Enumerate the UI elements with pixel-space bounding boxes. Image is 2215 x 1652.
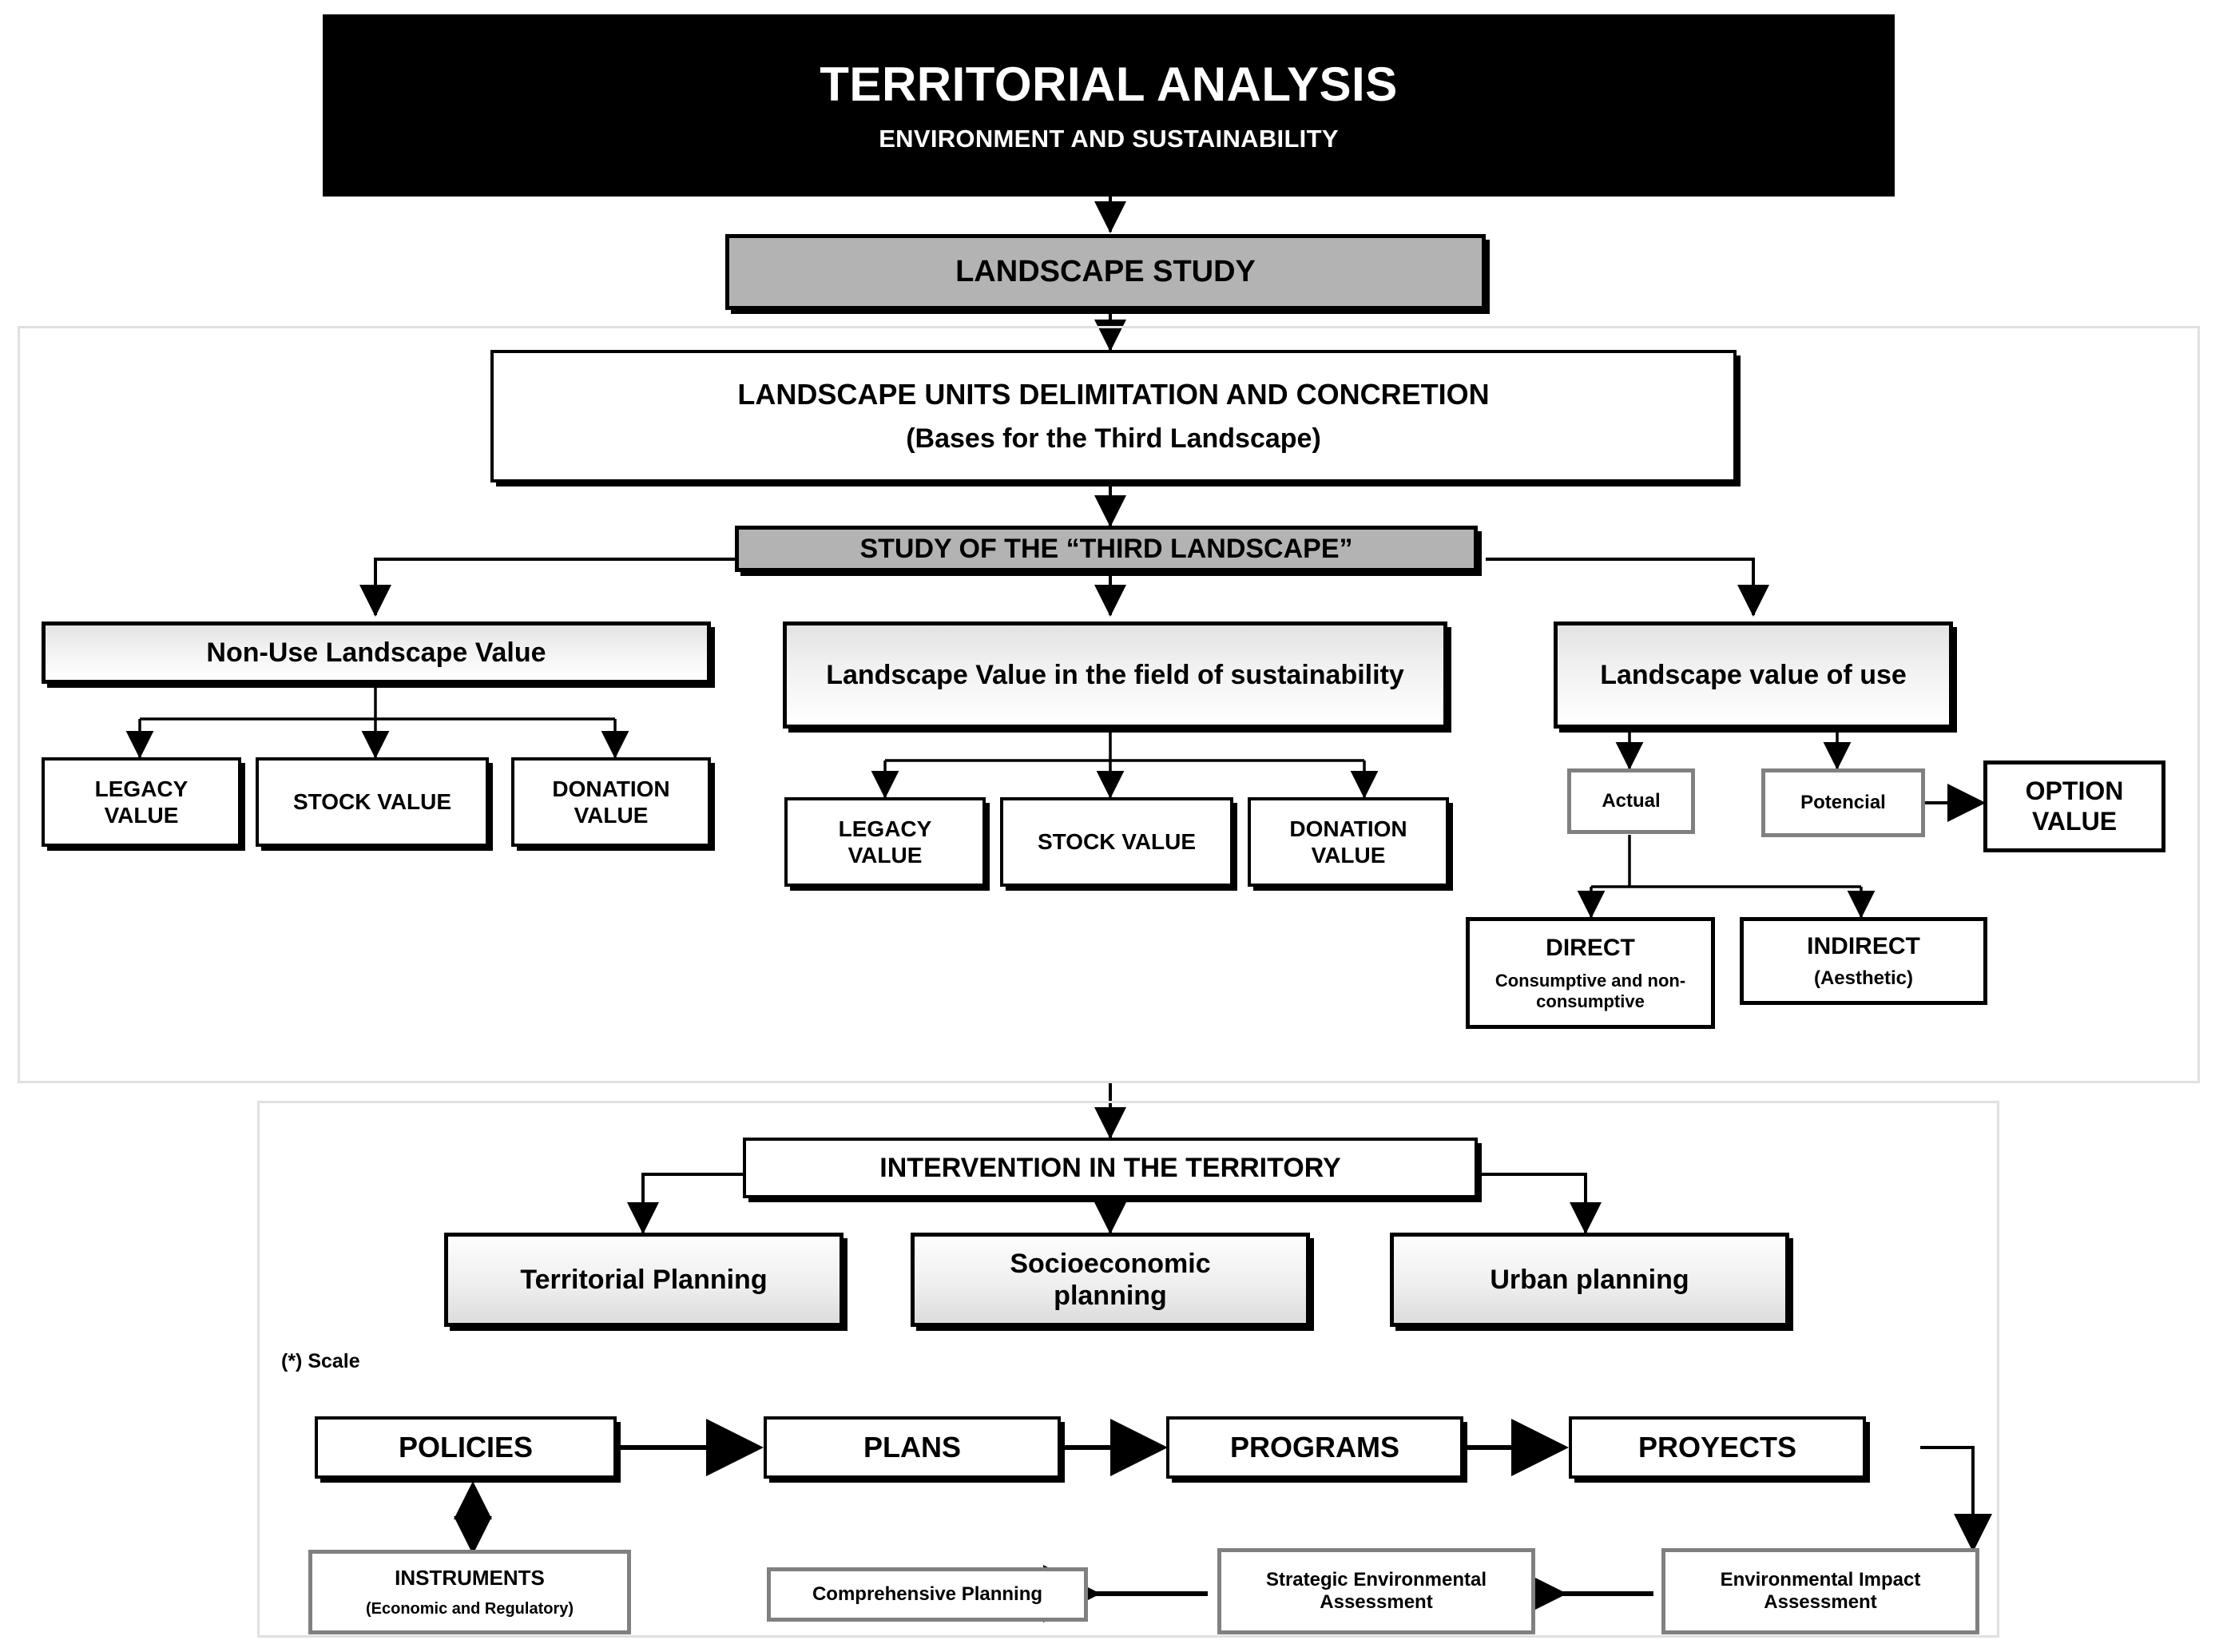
socioeconomic-planning-label: Socioeconomic planning	[1010, 1248, 1211, 1311]
intervention-section-panel	[257, 1101, 1999, 1638]
non-use-value-box[interactable]: Non-Use Landscape Value	[42, 621, 711, 684]
strategic-assessment-line2: Assessment	[1320, 1591, 1433, 1613]
use-value-title: Landscape value of use	[1600, 659, 1907, 690]
page-title: TERRITORIAL ANALYSIS	[820, 58, 1398, 112]
instruments-line1: INSTRUMENTS	[395, 1565, 545, 1590]
instruments-line2: (Economic and Regulatory)	[365, 1599, 574, 1618]
nonuse-donation-value-box[interactable]: DONATION VALUE	[511, 757, 711, 847]
plans-box[interactable]: PLANS	[764, 1416, 1061, 1479]
nonuse-donation-line1: DONATION	[552, 776, 670, 801]
potential-box[interactable]: Potencial	[1761, 768, 1925, 837]
strategic-assessment-line1: Strategic Environmental	[1265, 1568, 1487, 1590]
strategic-assessment-box[interactable]: Strategic Environmental Assessment	[1217, 1548, 1535, 1634]
sustainability-value-title: Landscape Value in the field of sustaina…	[826, 659, 1404, 690]
potential-label: Potencial	[1800, 791, 1886, 813]
nonuse-legacy-value-box[interactable]: LEGACY VALUE	[42, 757, 241, 847]
intervention-box[interactable]: INTERVENTION IN THE TERRITORY	[743, 1138, 1478, 1198]
indirect-line2: (Aesthetic)	[1813, 967, 1914, 989]
scale-note: (*) Scale	[281, 1350, 360, 1372]
sustainability-value-box[interactable]: Landscape Value in the field of sustaina…	[783, 621, 1447, 729]
nonuse-legacy-line1: LEGACY	[94, 776, 189, 801]
territorial-planning-label: Territorial Planning	[520, 1264, 768, 1295]
page-subtitle: ENVIRONMENT AND SUSTAINABILITY	[879, 125, 1339, 153]
territorial-planning-box[interactable]: Territorial Planning	[444, 1233, 844, 1327]
proyects-box[interactable]: PROYECTS	[1569, 1416, 1866, 1479]
landscape-units-line2: (Bases for the Third Landscape)	[906, 423, 1321, 455]
option-value-box[interactable]: OPTION VALUE	[1983, 760, 2165, 852]
nonuse-stock-value-box[interactable]: STOCK VALUE	[256, 757, 489, 847]
nonuse-legacy-line2: VALUE	[104, 803, 179, 828]
sustain-donation-line2: VALUE	[1311, 843, 1386, 868]
indirect-line1: INDIRECT	[1807, 933, 1920, 960]
direct-value-box[interactable]: DIRECT Consumptive and non-consumptive	[1466, 917, 1715, 1029]
landscape-units-box[interactable]: LANDSCAPE UNITS DELIMITATION AND CONCRET…	[490, 350, 1737, 482]
plans-label: PLANS	[863, 1430, 961, 1463]
sustain-stock-line1: STOCK VALUE	[1037, 829, 1197, 855]
landscape-study-box[interactable]: LANDSCAPE STUDY	[725, 234, 1486, 310]
programs-label: PROGRAMS	[1229, 1430, 1399, 1463]
urban-planning-box[interactable]: Urban planning	[1390, 1233, 1789, 1327]
landscape-units-line1: LANDSCAPE UNITS DELIMITATION AND CONCRET…	[737, 377, 1490, 411]
sustain-stock-value-box[interactable]: STOCK VALUE	[1000, 797, 1233, 887]
intervention-title: INTERVENTION IN THE TERRITORY	[879, 1152, 1341, 1183]
policies-box[interactable]: POLICIES	[315, 1416, 617, 1479]
use-value-box[interactable]: Landscape value of use	[1554, 621, 1953, 729]
proyects-label: PROYECTS	[1637, 1430, 1797, 1463]
option-value-line2: VALUE	[2031, 806, 2118, 836]
comprehensive-planning-label: Comprehensive Planning	[812, 1583, 1043, 1605]
sustain-donation-line1: DONATION	[1289, 816, 1407, 841]
indirect-value-box[interactable]: INDIRECT (Aesthetic)	[1740, 917, 1987, 1005]
comprehensive-planning-box[interactable]: Comprehensive Planning	[767, 1567, 1088, 1622]
impact-assessment-line1: Environmental Impact	[1720, 1568, 1921, 1590]
sustain-legacy-value-box[interactable]: LEGACY VALUE	[784, 797, 986, 887]
urban-planning-label: Urban planning	[1490, 1264, 1689, 1295]
actual-box[interactable]: Actual	[1567, 768, 1695, 834]
sustain-donation-value-box[interactable]: DONATION VALUE	[1248, 797, 1449, 887]
programs-box[interactable]: PROGRAMS	[1166, 1416, 1463, 1479]
impact-assessment-box[interactable]: Environmental Impact Assessment	[1661, 1548, 1979, 1634]
third-landscape-box[interactable]: STUDY OF THE “THIRD LANDSCAPE”	[735, 526, 1478, 572]
direct-line1: DIRECT	[1546, 935, 1635, 962]
impact-assessment-line2: Assessment	[1764, 1591, 1877, 1613]
header-banner: TERRITORIAL ANALYSIS ENVIRONMENT AND SUS…	[323, 14, 1895, 197]
nonuse-donation-line2: VALUE	[574, 803, 649, 828]
socioeconomic-planning-box[interactable]: Socioeconomic planning	[911, 1233, 1310, 1327]
landscape-section-panel	[18, 326, 2200, 1083]
option-value-line1: OPTION	[2025, 776, 2124, 805]
policies-label: POLICIES	[398, 1430, 534, 1463]
actual-label: Actual	[1602, 789, 1661, 812]
landscape-study-label: LANDSCAPE STUDY	[955, 255, 1256, 289]
sustain-legacy-line2: VALUE	[847, 843, 923, 868]
third-landscape-label: STUDY OF THE “THIRD LANDSCAPE”	[859, 533, 1353, 564]
sustain-legacy-line1: LEGACY	[838, 816, 932, 841]
direct-line2: Consumptive and non-consumptive	[1495, 970, 1686, 1011]
instruments-box[interactable]: INSTRUMENTS (Economic and Regulatory)	[308, 1550, 631, 1634]
nonuse-stock-line1: STOCK VALUE	[292, 789, 452, 815]
non-use-value-title: Non-Use Landscape Value	[206, 637, 546, 668]
